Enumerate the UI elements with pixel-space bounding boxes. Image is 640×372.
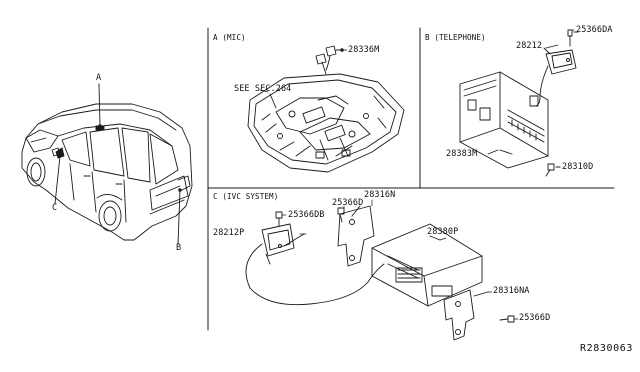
part-28336m: 28336M <box>348 45 380 55</box>
part-25366d-bottom: 25366D <box>519 313 551 323</box>
part-28212p: 28212P <box>213 228 245 238</box>
part-28316n: 28316N <box>364 190 396 200</box>
section-b-title: B (TELEPHONE) <box>425 33 486 42</box>
overhead-console-illustration <box>247 45 405 173</box>
part-25366d-top: 25366D <box>332 198 364 208</box>
callout-a: A <box>96 73 102 83</box>
part-28383m: 28383M <box>446 149 478 159</box>
part-28380p: 28380P <box>427 227 459 237</box>
section-c-title: C (IVC SYSTEM) <box>213 192 279 201</box>
see-section-264: SEE SEC.264 <box>234 84 292 94</box>
panel-dividers <box>207 27 615 331</box>
vehicle-illustration <box>21 83 193 245</box>
callout-b: B <box>176 243 182 253</box>
leader-lines <box>259 29 575 320</box>
telephone-module-illustration <box>459 29 579 177</box>
diagram-reference-number: R2830063 <box>580 343 633 354</box>
part-25366db: 25366DB <box>288 210 325 220</box>
part-25366da: 25366DA <box>576 25 613 35</box>
part-28310d: 28310D <box>562 162 594 172</box>
ivc-system-illustration <box>245 205 515 341</box>
part-28212: 28212 <box>516 41 543 51</box>
callout-c: C <box>52 203 58 213</box>
section-a-title: A (MIC) <box>213 33 246 42</box>
part-28316na: 28316NA <box>493 286 530 296</box>
